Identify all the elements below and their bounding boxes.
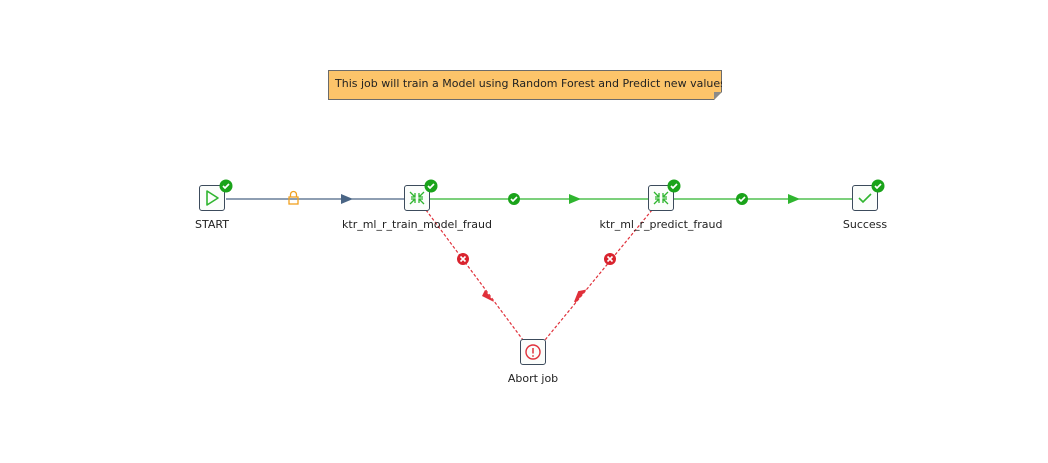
abort-job-label: Abort job: [507, 372, 559, 385]
success-label: Success: [842, 218, 888, 231]
hop-predict-to-success[interactable]: [674, 194, 852, 204]
predict-label: ktr_ml_r_predict_fraud: [599, 218, 723, 231]
train-model-label: ktr_ml_r_train_model_fraud: [342, 218, 492, 231]
status-ok-icon: [424, 179, 438, 193]
status-ok-icon: [667, 179, 681, 193]
status-ok-icon: [219, 179, 233, 193]
hop-predict-to-abort[interactable]: [544, 209, 653, 341]
abort-job-node[interactable]: [520, 339, 546, 365]
hop-failure-icon: [604, 253, 616, 265]
checkmark-icon: [858, 193, 872, 204]
hop-start-to-train[interactable]: [226, 194, 404, 204]
hop-failure-icon: [457, 253, 469, 265]
status-ok-icon: [871, 179, 885, 193]
lock-icon: [288, 190, 299, 205]
hop-success-icon: [508, 193, 520, 205]
hop-success-icon: [736, 193, 748, 205]
hop-train-to-abort[interactable]: [425, 209, 524, 341]
transformation-icon: [653, 191, 669, 205]
hop-train-to-predict[interactable]: [430, 194, 648, 204]
job-note[interactable]: This job will train a Model using Random…: [328, 70, 722, 100]
start-label: START: [195, 218, 229, 231]
transformation-icon: [409, 191, 425, 205]
abort-icon: [525, 344, 541, 360]
play-icon: [206, 190, 219, 206]
note-corner-fold: [714, 92, 722, 100]
